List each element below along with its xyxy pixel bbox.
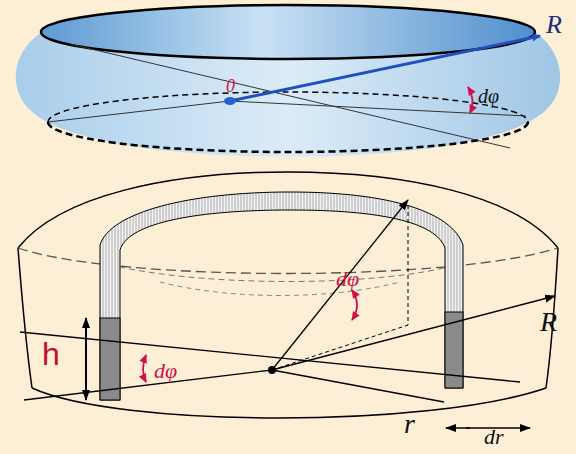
- radius-label: r: [404, 410, 415, 438]
- radius-label: R: [546, 12, 562, 38]
- angle-label: dφ: [154, 360, 177, 382]
- radius-label: R: [540, 308, 557, 336]
- height-label: h: [42, 338, 60, 370]
- angle-label: dφ: [478, 86, 499, 106]
- width-label: dr: [484, 426, 504, 448]
- center-label: 0: [226, 77, 235, 95]
- angle-label: dφ: [336, 268, 359, 290]
